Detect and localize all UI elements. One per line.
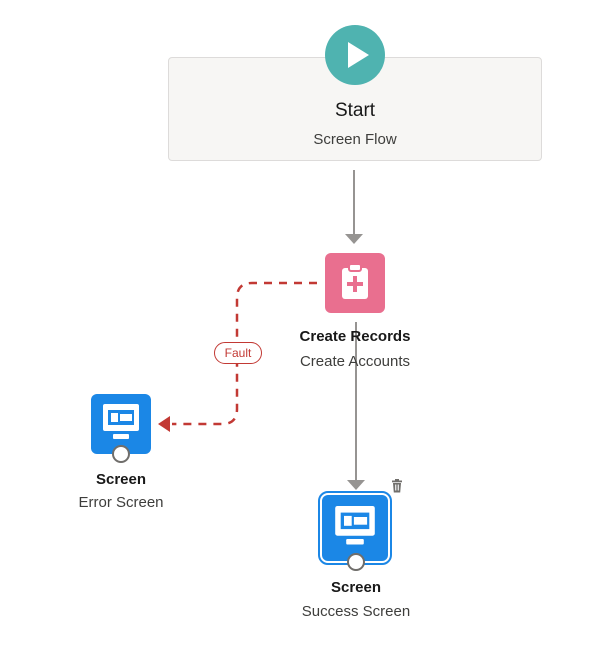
play-icon[interactable] xyxy=(325,25,385,85)
fault-label: Fault xyxy=(214,342,262,364)
success-screen-subtitle: Success Screen xyxy=(301,603,411,620)
start-node-title: Start xyxy=(334,100,376,121)
connector-arrowhead xyxy=(345,234,363,244)
trash-icon[interactable] xyxy=(389,478,405,494)
create-records-title: Create Records xyxy=(299,328,411,345)
create-records-subtitle: Create Accounts xyxy=(299,353,411,370)
error-screen-subtitle: Error Screen xyxy=(78,494,164,511)
screen-icon[interactable] xyxy=(322,495,388,561)
success-screen-title: Screen xyxy=(330,579,382,596)
clipboard-plus-icon[interactable] xyxy=(325,253,385,313)
error-screen-title: Screen xyxy=(95,471,147,488)
connector-arrowhead xyxy=(347,480,365,490)
end-marker-icon xyxy=(112,445,130,463)
screen-icon[interactable] xyxy=(91,394,151,454)
start-node-subtitle: Screen Flow xyxy=(313,131,397,148)
fault-arrowhead xyxy=(158,416,170,432)
end-marker-icon xyxy=(347,553,365,571)
